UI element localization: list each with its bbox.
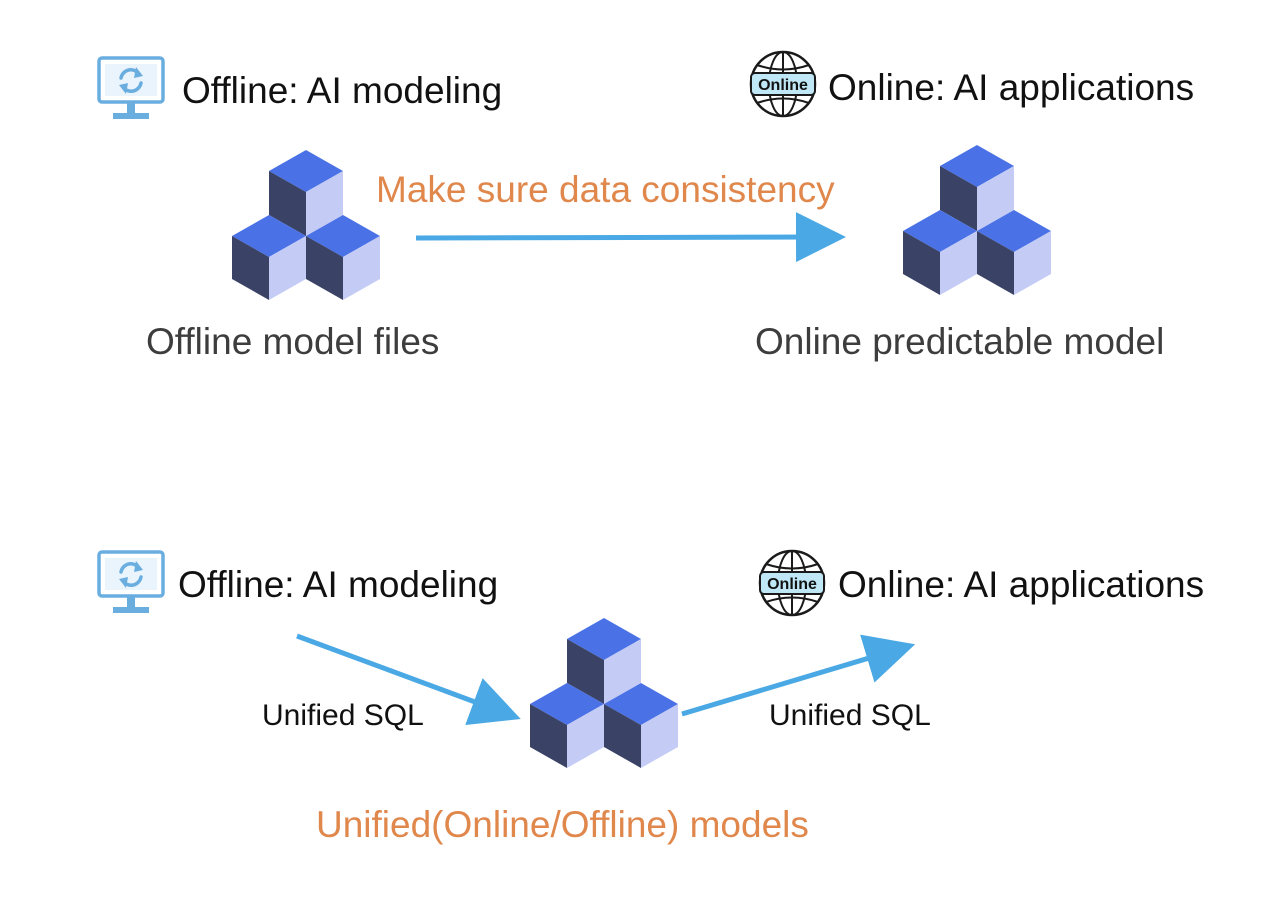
bottom-offline-header: Offline: AI modeling [178, 564, 499, 605]
globe-online-icon: Online [749, 50, 817, 118]
bottom-online-header: Online: AI applications [838, 564, 1205, 605]
top-arrow-label: Make sure data consistency [376, 169, 835, 210]
top-online-caption: Online predictable model [755, 321, 1165, 362]
cubes-icon [530, 618, 678, 768]
top-offline-header: Offline: AI modeling [182, 70, 503, 111]
bottom-model-caption: Unified(Online/Offline) models [316, 804, 809, 845]
globe-label: Online [758, 77, 808, 94]
top-online-header: Online: AI applications [828, 67, 1195, 108]
right-arrow-label: Unified SQL [769, 699, 931, 732]
top-offline-caption: Offline model files [146, 321, 440, 362]
globe-label: Online [767, 576, 817, 593]
globe-online-icon: Online [758, 549, 826, 617]
left-arrow-label: Unified SQL [262, 699, 424, 732]
